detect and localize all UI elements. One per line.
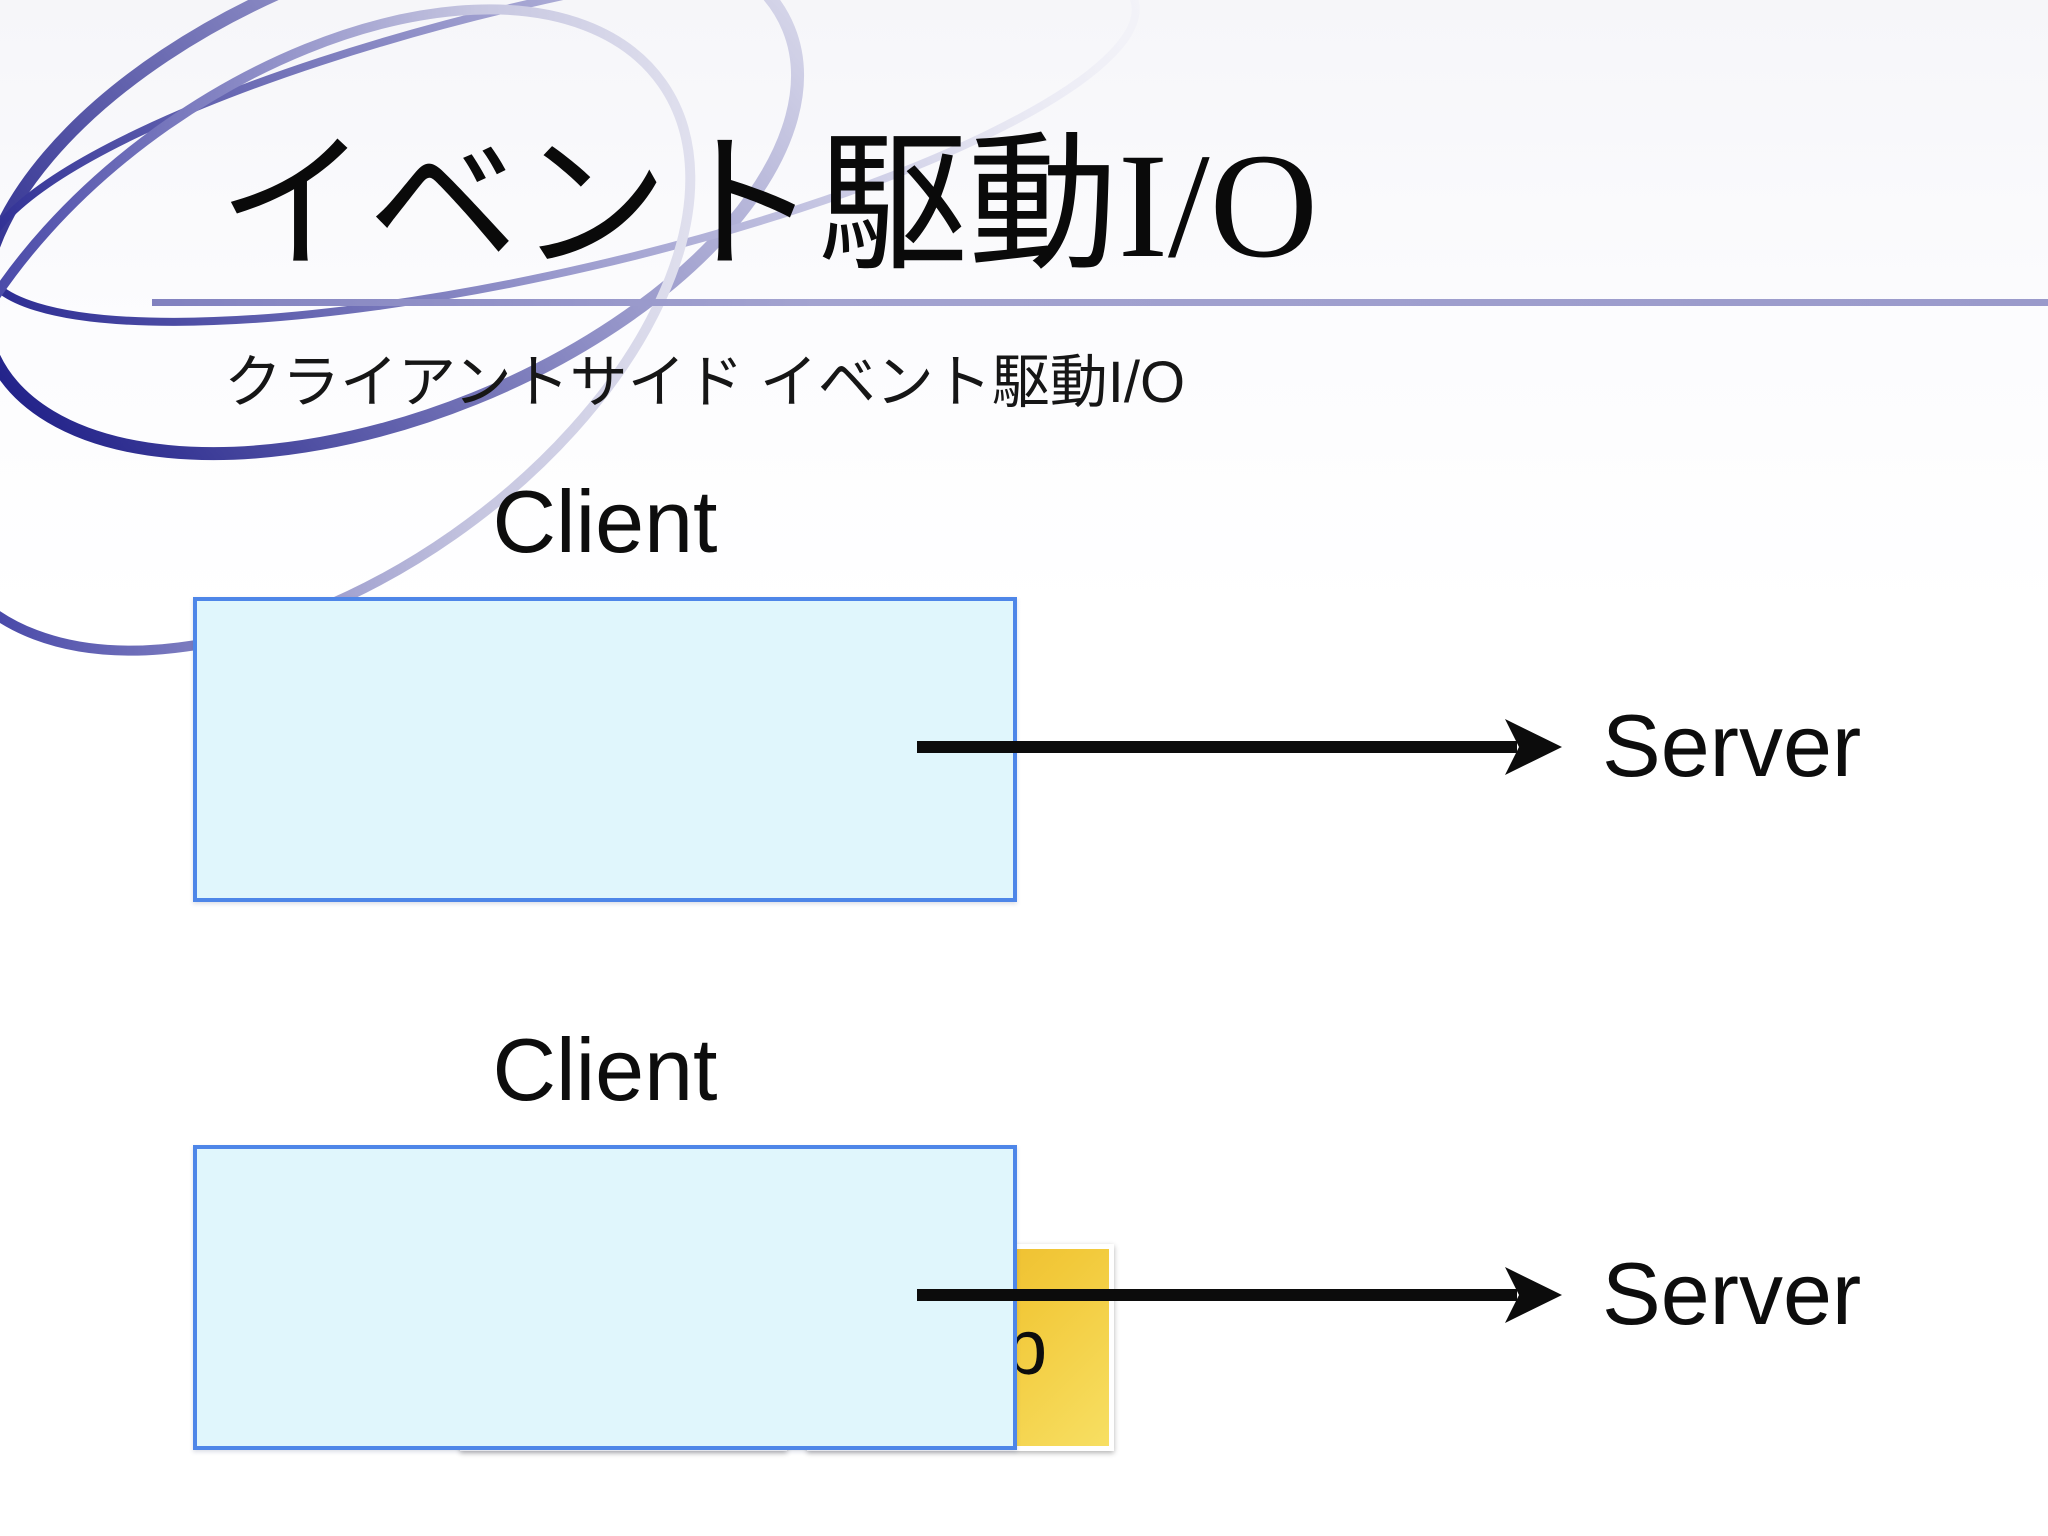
title-underline: [152, 299, 2048, 306]
client-container-box: Session Loop: [193, 597, 1114, 1451]
client-label: Client: [492, 472, 718, 571]
arrow-to-server-icon: [917, 719, 1562, 775]
slide-title: イベント駆動I/O: [218, 123, 1318, 289]
slide-subtitle: クライアントサイド イベント駆動I/O: [224, 350, 1186, 415]
client-label: Client: [492, 1020, 718, 1119]
server-label: Server: [1602, 1244, 1862, 1343]
server-label: Server: [1602, 696, 1862, 795]
client-container-box: Session Loop: [193, 1145, 1017, 1450]
arrow-to-server-icon: [917, 1267, 1562, 1323]
